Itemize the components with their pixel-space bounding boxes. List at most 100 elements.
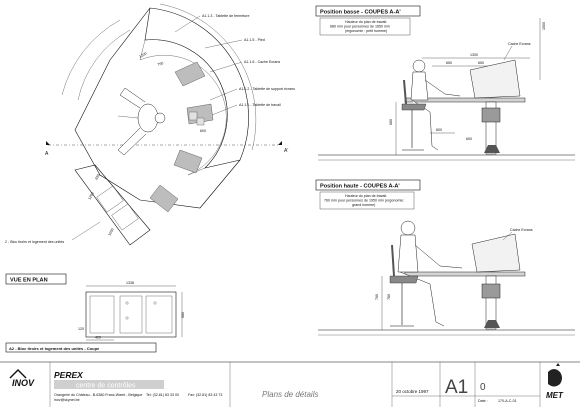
operator-plan: [117, 87, 166, 156]
plan-view: A A': [5, 3, 295, 246]
section-high-foot: [484, 320, 500, 328]
monitor-cache: [188, 111, 198, 121]
operator-arm-high: [414, 244, 463, 269]
section-high-cache-leader: [502, 231, 513, 241]
section-low-cache-leader: [503, 45, 513, 61]
operator-torso-low: [410, 71, 429, 101]
section-low-foot: [484, 145, 500, 153]
elev-dim-height: 680: [181, 312, 185, 318]
inov-logo-mark: [9, 369, 27, 379]
monitor-group: [149, 61, 214, 213]
rooster-crest: [556, 363, 560, 366]
elev-knob-2: [125, 316, 129, 320]
section-low: Position basse - COUPES A-A' Hauteur du …: [315, 5, 575, 161]
company-tel: Tel: (32.81) 83 33 00: [146, 393, 179, 397]
elev-caption-box: [5, 342, 157, 353]
elev-dim-width: 1338: [126, 281, 134, 285]
chair-base-high: [390, 283, 414, 327]
section-high-dim-height: 760: [375, 294, 379, 300]
chair-seat-high: [389, 275, 419, 284]
operator-arm-left: [119, 87, 146, 109]
arc-dim-inner: [77, 29, 131, 101]
plan-dim-4: 1200: [87, 192, 94, 201]
met-emblem: MET: [546, 363, 564, 400]
desk-outline: [74, 7, 241, 209]
callout-pied: A1.1.5 - Pied: [244, 38, 265, 42]
elev-caption: A2 - Bloc tiroirs et logement des unités…: [9, 346, 100, 351]
section-low-dim-1: 1300: [470, 53, 478, 57]
section-high-unit: [481, 283, 501, 299]
section-low-dim-depth: 600: [466, 137, 472, 141]
leader-1: [174, 15, 201, 33]
callout-support-ecrans: A1.1.2 - Tablette de support écrans: [239, 87, 295, 91]
elev-knob-3: [153, 301, 157, 305]
plan-dim-2: 750: [157, 61, 164, 67]
section-low-screen: [469, 59, 521, 99]
chair-back-high: [391, 244, 395, 277]
drawing-date: 20 octobre 1997: [396, 389, 429, 394]
section-high-desk-top: [404, 271, 526, 277]
chair-back-low: [403, 79, 407, 105]
keyboard-plate: [196, 117, 205, 126]
elev-unit-mid: [119, 295, 143, 334]
section-high-dim-seat: 780: [387, 294, 391, 300]
revision-number: 0: [480, 382, 486, 393]
company-address: Orangerie du Château - B-6380 Franc-Ware…: [54, 393, 142, 397]
section-low-dim-height: 680: [389, 119, 393, 125]
operator-arm-right: [117, 127, 147, 156]
section-arrow-right: [278, 141, 282, 145]
leader-5: [211, 104, 238, 116]
elev-knob-1: [125, 301, 129, 305]
section-low-dim-knee: 800: [436, 128, 442, 132]
elev-unit-left: [89, 295, 115, 334]
section-marker-a: A: [45, 151, 49, 157]
monitor-4: [149, 184, 179, 213]
section-high-cache-label: Cache Ecrans: [510, 228, 533, 232]
company-subtitle: centre de contrôles: [76, 383, 136, 390]
drawer-block-plan: [74, 164, 151, 246]
drawing-reference: 170-A-C-01: [498, 399, 517, 403]
date-label: Date :: [478, 399, 488, 403]
section-low-dim-3: 650: [478, 61, 484, 65]
chair-base-low: [402, 110, 424, 151]
rooster-icon: [548, 369, 562, 387]
callout-cache-ecrans: A1.1.6 - Cache Ecrans: [244, 60, 280, 64]
company-fax: Fax: (32.81) 83 43 73: [188, 393, 222, 397]
callout-bloc-tiroirs: 2 - Bloc tiroirs et logement des unités: [5, 240, 64, 244]
section-low-operator: [401, 59, 461, 151]
chair-seat-low: [401, 103, 427, 111]
section-high-note-box: [319, 191, 415, 210]
title-block: INOV PEREX centre de contrôles Orangerie…: [0, 361, 580, 407]
elev-dim-plinth: 120: [78, 327, 84, 331]
operator-head-low: [412, 59, 426, 73]
operator-head-high: [400, 220, 416, 236]
sheet-number: A1: [445, 377, 468, 398]
operator-arm-low: [424, 79, 461, 97]
desk-outer-band: [144, 7, 249, 169]
subtitle-band: [54, 380, 164, 389]
section-low-desk-leg: [485, 101, 497, 155]
leader-6: [71, 221, 101, 241]
company-name: PEREX: [54, 370, 84, 380]
inov-logo: INOV: [12, 378, 35, 388]
section-high-title-box: [315, 179, 421, 191]
section-high-screen: [471, 233, 521, 273]
drawer-unit-2: [111, 203, 139, 231]
operator-torso-high: [397, 234, 419, 273]
section-low-title-box: [315, 5, 421, 17]
section-low-dim-scale: 1500: [542, 22, 546, 30]
plan-caption: VUE EN PLAN: [10, 278, 48, 284]
section-high-note-2: 760 mm pour personnes de 1950 mm (ergono…: [324, 199, 404, 203]
section-high-note-3: grand homme): [352, 203, 375, 207]
plan-dim-1: 1200: [139, 51, 148, 58]
leader-2: [204, 39, 243, 49]
section-low-cache-label: Cache Ecrans: [508, 42, 531, 46]
section-high-operator: [389, 220, 463, 327]
section-low-dim-2: 650: [446, 61, 452, 65]
plan-dim-3: 600: [200, 129, 206, 133]
section-low-title: Position basse - COUPES A-A': [320, 10, 401, 16]
section-low-note-1: Hauteur du plan de travail:: [345, 20, 387, 24]
callout-tablette-travail: A1.1.1 - Tablette de travail: [239, 103, 281, 107]
